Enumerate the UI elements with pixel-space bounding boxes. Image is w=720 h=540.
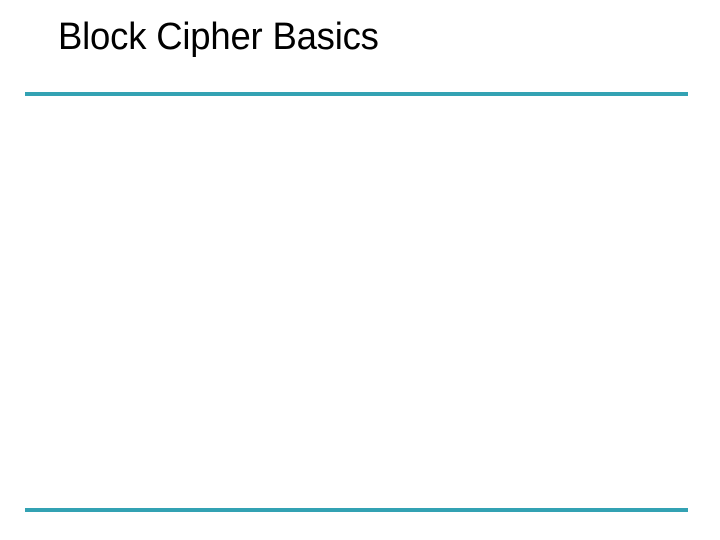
page-title: Block Cipher Basics xyxy=(58,15,379,58)
title-underline-rule xyxy=(25,92,688,96)
footer-divider-rule xyxy=(25,508,688,512)
slide-title-area: Block Cipher Basics xyxy=(58,16,678,84)
slide-content-body xyxy=(25,104,688,504)
